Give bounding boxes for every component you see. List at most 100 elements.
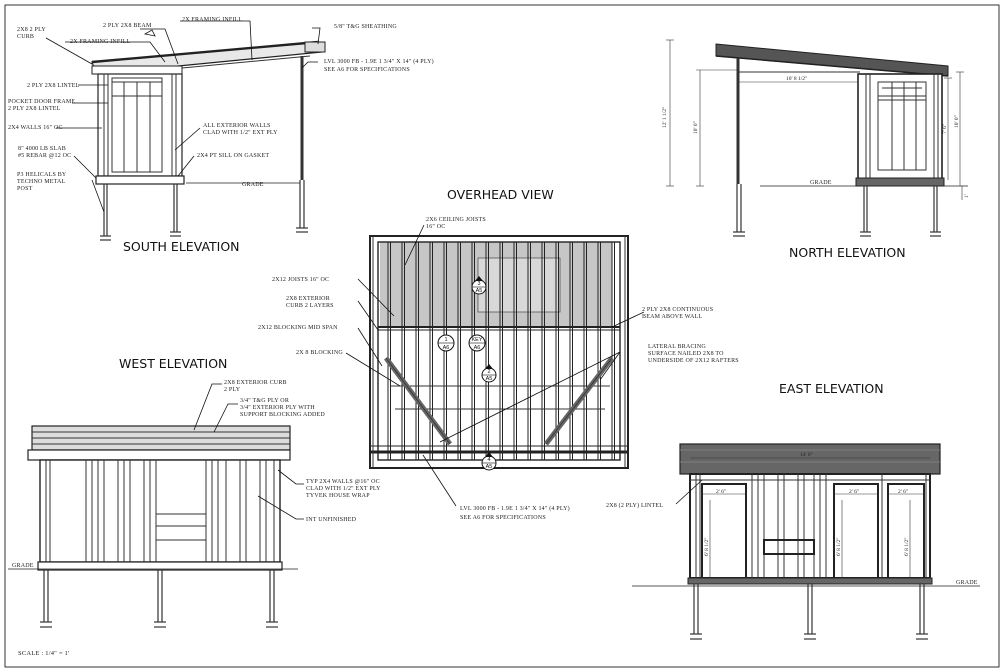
overhead-joists6-label-2: 16" OC — [426, 224, 445, 230]
north-dim-bottom: 1' — [964, 194, 970, 198]
east-elevation-title: EAST ELEVATION — [779, 381, 884, 396]
overhead-leaders — [345, 224, 645, 507]
south-leaders — [45, 20, 321, 213]
south-elevation-title: SOUTH ELEVATION — [123, 239, 240, 254]
north-dimension-lines — [666, 39, 964, 200]
south-slab — [95, 175, 185, 185]
east-leaders — [675, 479, 703, 505]
east-roof-layers — [680, 449, 940, 463]
west-leaders — [193, 383, 304, 520]
east-grade-label: GRADE — [956, 580, 978, 586]
overhead-lvl-label-2: SEE A6 FOR SPECIFICATIONS — [460, 515, 546, 521]
south-roof-sheathing — [91, 40, 319, 64]
overhead-bracing-label-2: SURFACE NAILED 2X8 TO — [648, 351, 724, 357]
south-slab-label-1: 8" 4000 LB SLAB — [18, 146, 66, 152]
north-dim-mid: 10' 0" — [693, 121, 699, 134]
east-dim-h2: 6' 8 1/2" — [836, 537, 842, 556]
overhead-view: OVERHEAD VIEW — [258, 187, 739, 521]
overhead-opening — [477, 257, 561, 313]
south-walls-label: 2X4 WALLS 16" OC — [8, 125, 63, 131]
svg-text:A5: A5 — [486, 376, 493, 382]
section-bubble-4: 4 A5 — [481, 452, 497, 471]
section-bubble-3: 3 A5 — [471, 276, 487, 295]
overhead-bracing-label-3: UNDERSIDE OF 2X12 RAFTERS — [648, 358, 739, 364]
west-helical-piles — [40, 570, 278, 628]
north-roof — [715, 43, 949, 77]
south-helicals-label-3: POST — [17, 186, 33, 192]
west-grade-label: GRADE — [12, 563, 34, 569]
south-grade-label: GRADE — [242, 182, 264, 188]
overhead-blocking-label: 2X 8 BLOCKING — [296, 350, 343, 356]
svg-text:A6: A6 — [474, 345, 481, 351]
south-beam — [91, 65, 183, 75]
north-dim-right-2: 10' 0" — [954, 115, 960, 128]
overhead-beam-label-2: BEAM ABOVE WALL — [642, 314, 702, 320]
south-beam-label: 2 PLY 2X8 BEAM — [103, 23, 152, 29]
overhead-inner-frame — [377, 241, 621, 461]
north-grade-label: GRADE — [810, 180, 832, 186]
west-studs — [45, 460, 275, 562]
south-pocket-label-1: POCKET DOOR FRAME — [8, 99, 75, 105]
overhead-lvl-label-1: LVL 3000 FB - 1.9E 1 3/4" X 14" (4 PLY) — [460, 505, 570, 512]
west-top-plate — [27, 449, 291, 461]
svg-text:A5: A5 — [486, 464, 493, 470]
sheet-border — [4, 4, 1000, 668]
south-helicals-label-1: P3 HELICALS BY — [17, 172, 67, 178]
south-curb-label-2: CURB — [17, 34, 34, 40]
overhead-view-title: OVERHEAD VIEW — [447, 187, 554, 202]
overhead-curb-label-2: CURB 2 LAYERS — [286, 303, 334, 309]
west-ply-label-1: 3/4" T&G PLY OR — [240, 398, 289, 404]
south-clad-label-1: ALL EXTERIOR WALLS — [203, 123, 271, 129]
south-studs — [103, 74, 177, 176]
south-lvl-label-2: SEE A6 FOR SPECIFICATIONS — [324, 67, 410, 73]
east-elevation: EAST ELEVATION GRADE — [606, 381, 980, 640]
section-bubble-2: 2 A5 — [481, 364, 497, 383]
west-ply-label-3: SUPPORT BLOCKING ADDED — [240, 412, 325, 418]
east-wall — [689, 473, 931, 579]
north-roof-underside — [715, 55, 949, 77]
overhead-joists12-label: 2X12 JOISTS 16" OC — [272, 277, 329, 283]
south-lvl-label-1: LVL 3000 FB - 1.9E 1 3/4" X 14" (4 PLY) — [324, 58, 434, 65]
south-pointer-flag — [143, 29, 156, 37]
overhead-blocking-mid-label: 2X12 BLOCKING MID SPAN — [258, 325, 338, 331]
west-walls-label-1: TYP 2X4 WALLS @16" OC — [306, 479, 380, 485]
overhead-joists6-label-1: 2X6 CEILING JOISTS — [426, 217, 486, 223]
key-bubble: KEY A6 — [468, 334, 486, 352]
west-roof-layers — [32, 431, 290, 445]
west-window-frame — [155, 513, 207, 541]
overhead-joists — [387, 242, 615, 460]
east-dim-top: 14' 0" — [800, 452, 813, 458]
svg-text:4: 4 — [487, 457, 490, 463]
north-wall — [857, 73, 943, 181]
north-helical-piles — [733, 184, 941, 237]
east-dim-w2: 2' 6" — [849, 489, 859, 495]
west-walls-label-2: CLAD WITH 1/2" EXT PLY — [306, 486, 381, 492]
south-sheathing-label: 5/8" T&G SHEATHING — [334, 24, 397, 30]
south-infill-top-label: 2X FRAMING INFILL — [182, 17, 243, 23]
west-curb-label-1: 2X8 EXTERIOR CURB — [224, 380, 287, 386]
east-lintel-label: 2X8 (2 PLY) LINTEL — [606, 502, 663, 509]
overhead-lateral-bracing — [383, 356, 614, 446]
east-dimension-lines — [690, 457, 930, 578]
north-dim-left: 12' 1 1/2" — [662, 107, 668, 128]
north-elevation-title: NORTH ELEVATION — [789, 245, 906, 260]
south-lintel-label: 2 PLY 2X8 LINTEL — [27, 83, 80, 89]
overhead-outer-frame — [369, 235, 629, 469]
north-slab — [855, 177, 945, 187]
svg-text:A5: A5 — [476, 288, 483, 294]
east-dim-h1: 6' 8 1/2" — [704, 537, 710, 556]
north-dim-top: 10' 8 1/2" — [786, 76, 807, 82]
east-roof-curb — [679, 443, 941, 475]
west-elevation: WEST ELEVATION GRADE 2X8 EXTERIOR CURB — [8, 356, 381, 628]
west-wall — [39, 459, 281, 563]
svg-text:2: 2 — [487, 369, 490, 375]
south-helicals-label-2: TECHNO METAL — [17, 179, 66, 185]
west-slab — [37, 561, 283, 571]
east-dim-w3: 2' 6" — [898, 489, 908, 495]
east-studs — [690, 474, 930, 578]
south-slab-label-2: #5 REBAR @12 OC — [18, 153, 71, 159]
svg-text:A6: A6 — [443, 345, 450, 351]
scale-label: SCALE : 1/4" = 1' — [18, 650, 69, 657]
south-clad-label-2: CLAD WITH 1/2" EXT PLY — [203, 130, 278, 136]
